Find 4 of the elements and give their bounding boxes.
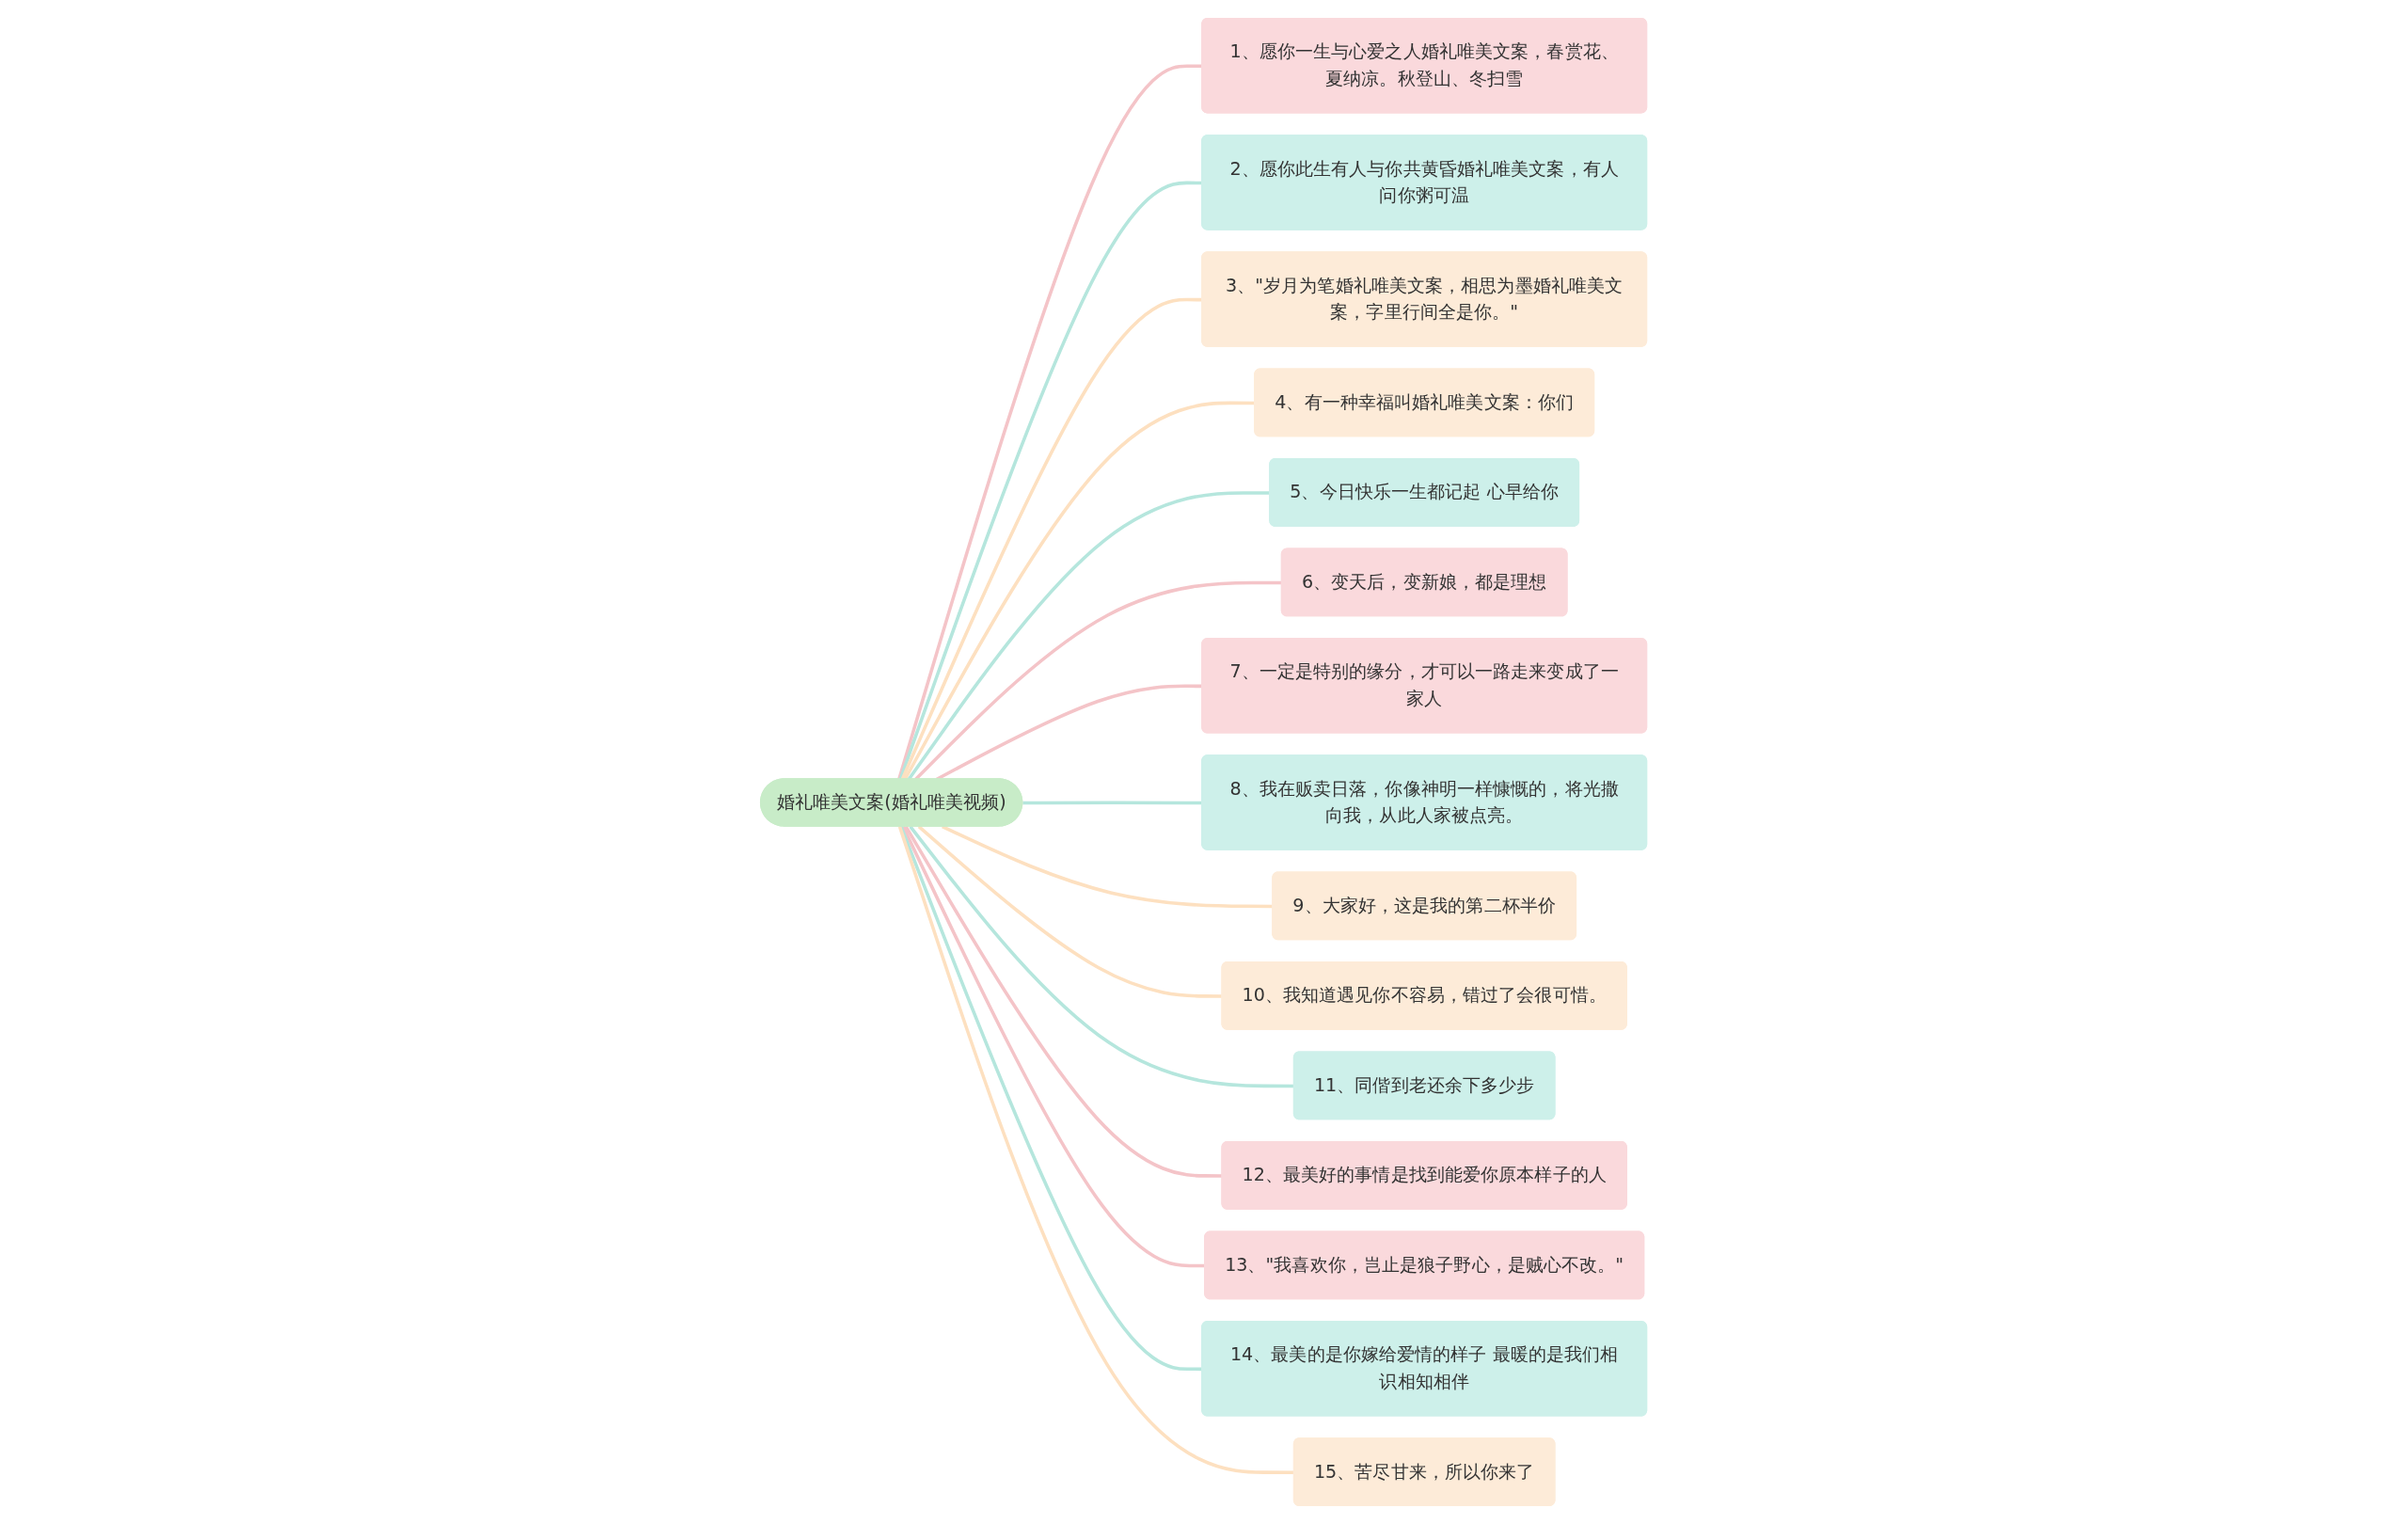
connector xyxy=(902,825,1206,1268)
connector xyxy=(942,825,1274,909)
connector xyxy=(1022,801,1203,805)
connector xyxy=(899,826,1203,1372)
